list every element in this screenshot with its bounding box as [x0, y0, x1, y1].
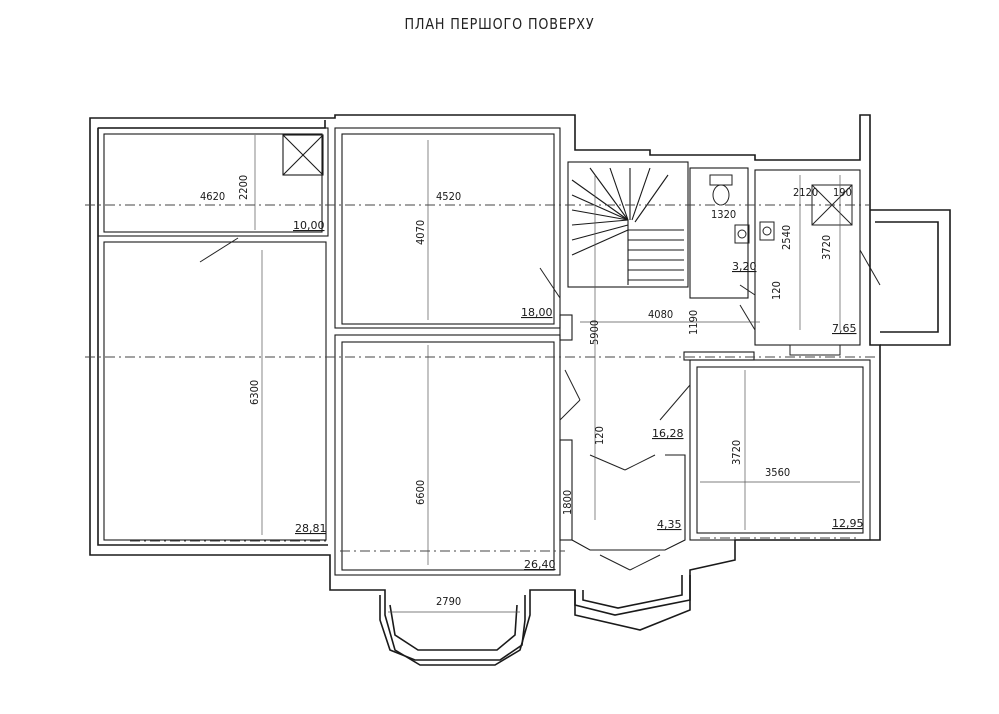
area-hall: 16,28 — [652, 427, 684, 440]
dim-4620: 4620 — [200, 190, 225, 203]
room-areas: 10,00 28,81 18,00 26,40 3,20 7,65 16,28 … — [293, 219, 864, 571]
dim-5900: 5900 — [588, 320, 601, 345]
staircase — [571, 167, 684, 285]
area-bottom-middle: 26,40 — [524, 558, 556, 571]
dim-1190: 1190 — [687, 310, 700, 335]
doors — [199, 237, 881, 571]
dim-120-bath: 120 — [770, 281, 783, 300]
dim-4520: 4520 — [436, 190, 461, 203]
dimension-labels: 4620 2200 6300 4520 4070 6600 2790 1320 … — [200, 175, 852, 608]
dim-6600: 6600 — [414, 480, 427, 505]
dim-3560: 3560 — [765, 466, 790, 479]
dim-2200: 2200 — [237, 175, 250, 200]
dim-1800: 1800 — [561, 490, 574, 515]
exterior-walls — [89, 114, 951, 666]
dim-2790: 2790 — [436, 595, 461, 608]
area-vestibule: 4,35 — [657, 518, 682, 531]
dim-3720-room: 3720 — [730, 440, 743, 465]
dim-4070: 4070 — [414, 220, 427, 245]
dim-120-hall: 120 — [593, 426, 606, 445]
area-toilet: 3,20 — [732, 260, 757, 273]
dim-3720-bath: 3720 — [820, 235, 833, 260]
area-left-large: 28,81 — [295, 522, 327, 535]
dim-190: 190 — [833, 186, 852, 199]
dim-2540: 2540 — [780, 225, 793, 250]
dimension-lines — [85, 135, 885, 613]
area-bottom-right: 12,95 — [832, 517, 864, 530]
dim-4080: 4080 — [648, 308, 673, 321]
plan-title: ПЛАН ПЕРШОГО ПОВЕРХУ — [404, 15, 595, 33]
area-top-middle: 18,00 — [521, 306, 553, 319]
area-bath: 7,65 — [832, 322, 857, 335]
dim-2120: 2120 — [793, 186, 818, 199]
area-top-left: 10,00 — [293, 219, 325, 232]
interior-walls — [97, 127, 871, 576]
dim-1320: 1320 — [711, 208, 736, 221]
dim-6300: 6300 — [248, 380, 261, 405]
